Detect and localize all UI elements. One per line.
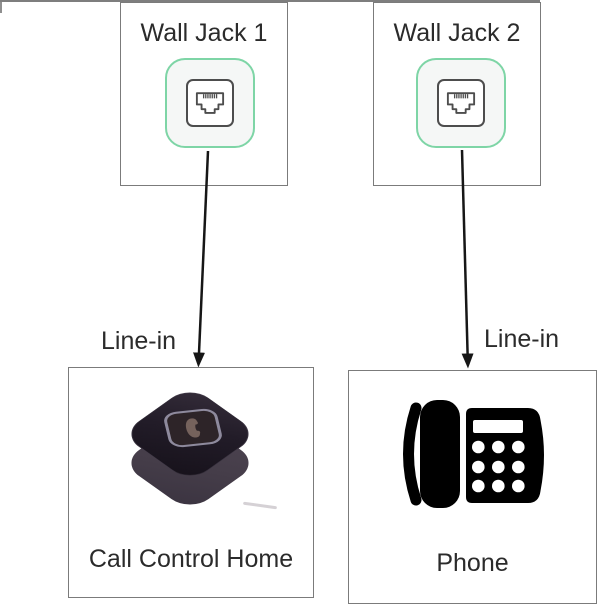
line-in-label-left: Line-in xyxy=(101,327,177,355)
cropped-top-border-line xyxy=(0,0,540,2)
phone-label: Phone xyxy=(436,549,509,577)
call-control-device-photo xyxy=(110,376,278,521)
rj45-port-glyph xyxy=(195,91,225,114)
device-brand-text-blur xyxy=(242,501,278,510)
ethernet-jack-icon xyxy=(165,58,255,148)
call-control-home-label: Call Control Home xyxy=(88,545,294,573)
ethernet-jack-icon xyxy=(416,58,506,148)
line-in-label-right: Line-in xyxy=(484,325,560,353)
ethernet-port-plate xyxy=(437,79,485,127)
device-phone-button xyxy=(162,407,224,449)
wall-jack-2-label: Wall Jack 2 xyxy=(393,19,521,47)
desk-phone-icon xyxy=(403,400,544,508)
wall-jack-1-label: Wall Jack 1 xyxy=(140,19,268,47)
handset-glyph xyxy=(185,418,201,438)
cropped-left-border-line xyxy=(0,2,2,13)
ethernet-port-plate xyxy=(186,79,234,127)
rj45-port-glyph xyxy=(446,91,476,114)
